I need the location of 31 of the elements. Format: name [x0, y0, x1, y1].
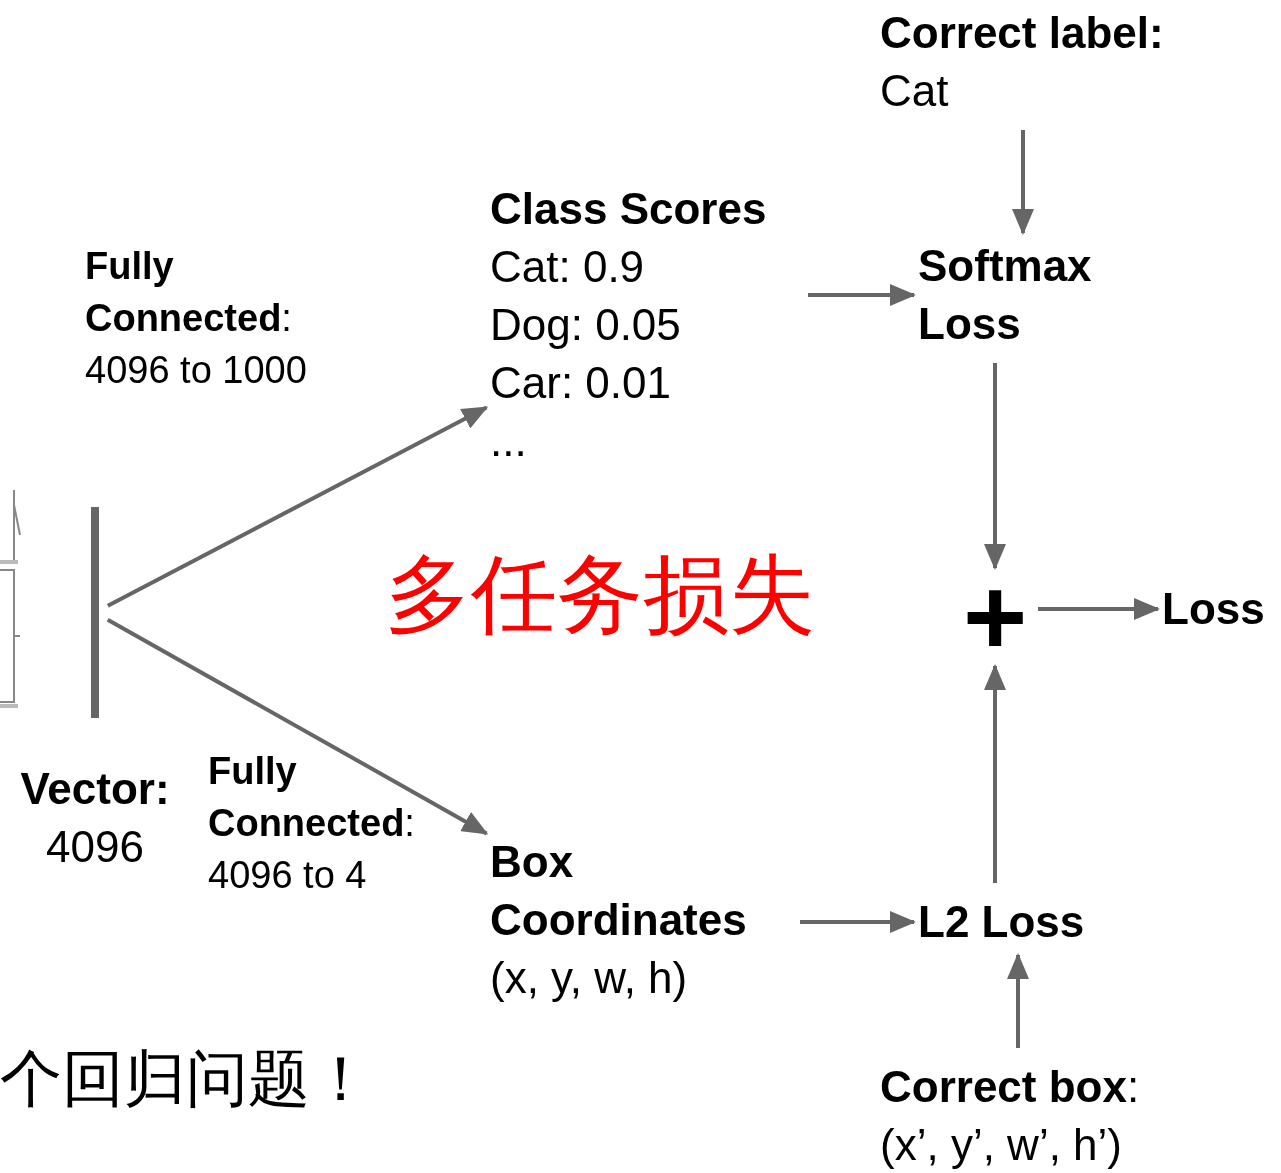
correct-label-text: Correct label: — [880, 7, 1165, 59]
arrow — [1012, 130, 1034, 235]
value-text: Cat — [880, 65, 950, 117]
value-text: (x’, y’, w’, h’) — [880, 1119, 1123, 1171]
value-text: ... — [490, 415, 528, 467]
note-text: 个回归问题！ — [0, 1043, 372, 1115]
arrow — [1038, 598, 1160, 620]
arrow — [984, 664, 1006, 883]
class-scores-text: Class Scores — [490, 183, 768, 235]
arrow — [106, 405, 489, 608]
arrow — [106, 617, 489, 836]
plus-sign: + — [962, 572, 1028, 662]
softmax-loss-text: Softmax Loss — [918, 240, 1093, 350]
vector-size-text: 4096 — [45, 821, 145, 873]
correct-box-text: Correct box: — [880, 1061, 1141, 1113]
edge-label: Fully Connected: 4096 to 1000 — [85, 244, 308, 393]
edge-label: Fully Connected: 4096 to 4 — [208, 749, 416, 898]
l2-loss-text: L2 Loss — [918, 896, 1086, 948]
value-text: Dog: 0.05 — [490, 299, 682, 351]
arrow — [984, 363, 1006, 570]
arrow — [808, 284, 916, 306]
heading-text: 多任务损失 — [385, 545, 815, 644]
box-coordinates-text: Box Coordinates — [490, 836, 748, 946]
arrow — [1007, 953, 1029, 1048]
loss-text: Loss — [1162, 583, 1266, 635]
vector-bar — [91, 507, 99, 718]
value-text: Cat: 0.9 — [490, 241, 646, 293]
value-text: Car: 0.01 — [490, 357, 672, 409]
vector-label: Vector: — [19, 763, 171, 815]
arrow — [800, 911, 916, 933]
value-text: (x, y, w, h) — [490, 952, 689, 1004]
